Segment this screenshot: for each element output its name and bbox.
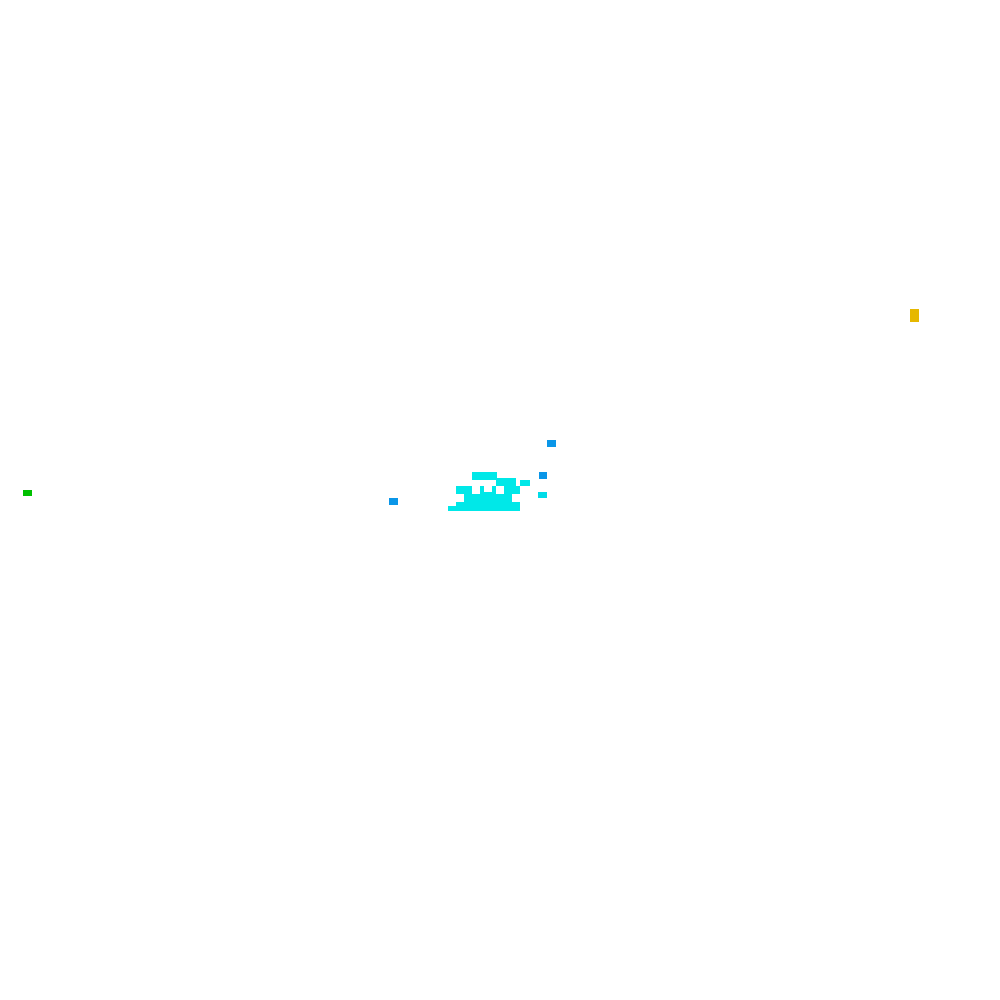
cluster-main-blob-pixel	[464, 494, 512, 502]
cluster-main-blob-pixel	[504, 486, 520, 494]
blue-point-mid-pixel	[539, 472, 547, 479]
cluster-main-blob-pixel	[496, 478, 516, 486]
cluster-main-blob-notch	[484, 486, 492, 492]
blue-point-left-pixel	[389, 498, 398, 505]
cluster-main-blob-notch	[496, 486, 504, 492]
cluster-main-blob-pixel	[448, 506, 520, 511]
gold-point-right-pixel	[910, 309, 919, 322]
blue-point-upper-pixel	[547, 440, 556, 447]
green-point-left-edge-pixel	[23, 490, 32, 496]
cluster-main-blob-pixel	[520, 480, 530, 486]
cluster-main-blob-pixel	[456, 486, 472, 494]
cluster-main-blob-pixel	[472, 472, 497, 480]
cluster-outlier-cyan-pixel	[538, 492, 547, 498]
